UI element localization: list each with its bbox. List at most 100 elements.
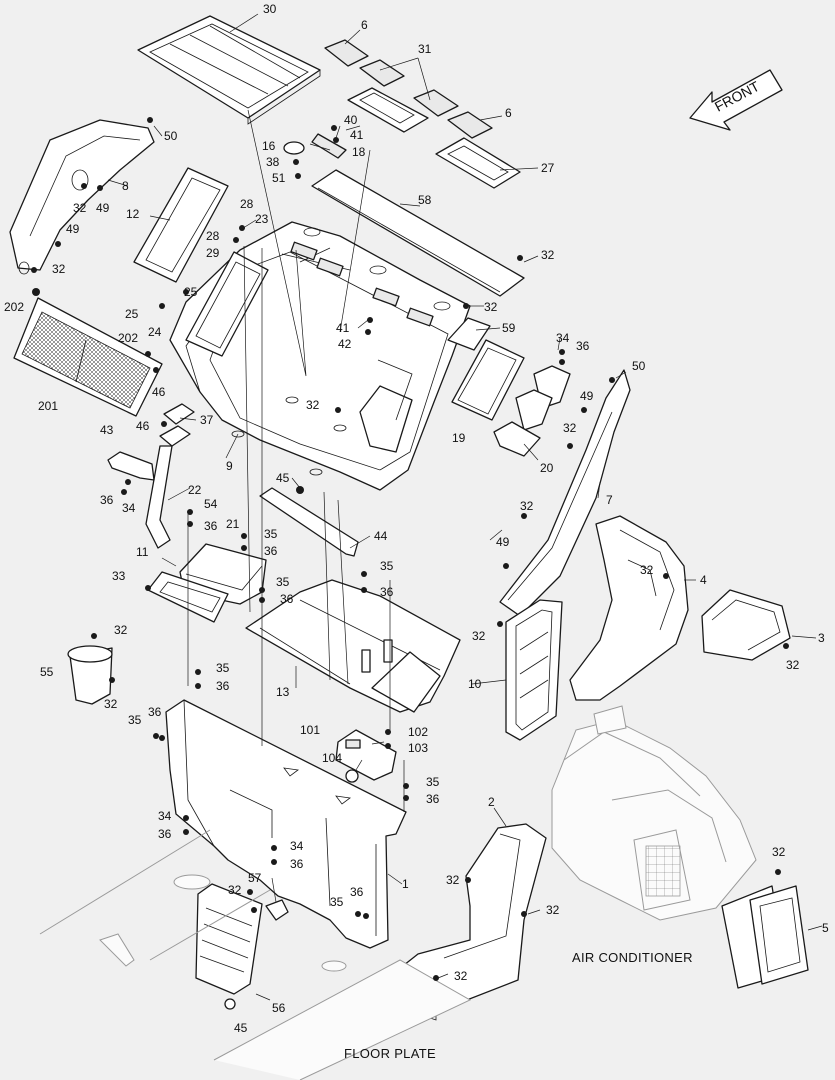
leader-lines (107, 13, 823, 1001)
callout: 57 (248, 871, 262, 885)
callout: 59 (502, 321, 516, 335)
part-29-window (185, 251, 269, 357)
callout: 12 (126, 207, 140, 221)
callout: 32 (114, 623, 128, 637)
callout: 32 (446, 873, 460, 887)
callout: 104 (322, 751, 342, 765)
callout: 7 (606, 493, 613, 507)
bolt (296, 486, 304, 494)
part-9-cab-shell (169, 221, 471, 491)
callout: 202 (118, 331, 138, 345)
bolt (783, 643, 789, 649)
part-5-filter-cover (721, 885, 809, 989)
part-43-bracket (107, 451, 155, 481)
bolt (271, 845, 277, 851)
fasteners (31, 117, 789, 981)
callout: 28 (206, 229, 220, 243)
bolt (363, 913, 369, 919)
callout-labels: 30 6 31 6 50 40 41 16 18 38 51 27 8 32 4… (4, 2, 829, 1035)
part-20-brackets (493, 365, 571, 457)
callout: 36 (264, 544, 278, 558)
bolt (331, 125, 337, 131)
callout: 54 (204, 497, 218, 511)
callout: 40 (344, 113, 358, 127)
callout: 102 (408, 725, 428, 739)
bolt (335, 407, 341, 413)
part-44-bar (259, 487, 359, 557)
bolt (251, 907, 257, 913)
callout: 36 (576, 339, 590, 353)
callout: 41 (350, 128, 364, 142)
callout: 32 (546, 903, 560, 917)
bolt (241, 533, 247, 539)
callout: 44 (374, 529, 388, 543)
callout: 32 (640, 563, 654, 577)
callout: 201 (38, 399, 58, 413)
part-18-strip (311, 133, 347, 159)
callout: 36 (204, 519, 218, 533)
bolt (241, 545, 247, 551)
callout: 18 (352, 145, 366, 159)
bolt (271, 859, 277, 865)
callout: 32 (228, 883, 242, 897)
callout: 36 (100, 493, 114, 507)
part-30-roof-tray (137, 15, 321, 125)
part-58-duct-cover (311, 169, 525, 297)
callout: 19 (452, 431, 466, 445)
bolt (121, 489, 127, 495)
callout: 35 (264, 527, 278, 541)
callout: 58 (418, 193, 432, 207)
callout: 42 (338, 337, 352, 351)
callout: 33 (112, 569, 126, 583)
bolt (187, 509, 193, 515)
bolt (55, 241, 61, 247)
callout: 32 (786, 658, 800, 672)
bolt (161, 421, 167, 427)
bolt (183, 289, 189, 295)
callout: 20 (540, 461, 554, 475)
bolt (153, 733, 159, 739)
part-31-vent-frames (347, 87, 429, 133)
callout: 55 (40, 665, 54, 679)
part-4-duct (569, 515, 689, 701)
bolt (333, 137, 339, 143)
callout: 36 (158, 827, 172, 841)
callout: 23 (255, 212, 269, 226)
callout: 34 (556, 331, 570, 345)
bolt (559, 359, 565, 365)
callout: 36 (426, 792, 440, 806)
callout: 35 (380, 559, 394, 573)
bolt (403, 795, 409, 801)
bolt (295, 173, 301, 179)
bolt (567, 443, 573, 449)
bolt (463, 303, 469, 309)
callout: 46 (136, 419, 150, 433)
callout: 22 (188, 483, 202, 497)
bolt (559, 349, 565, 355)
bolt (183, 815, 189, 821)
bolt (497, 621, 503, 627)
bolt (361, 587, 367, 593)
part-3-duct-piece (701, 589, 791, 661)
bolt (259, 597, 265, 603)
callout: 50 (632, 359, 646, 373)
floor-plate (39, 829, 472, 1080)
part-13-floor-frame (245, 579, 461, 713)
bolt (355, 911, 361, 917)
callout: 35 (426, 775, 440, 789)
part-19-box (451, 339, 525, 421)
floor-plate-caption: FLOOR PLATE (344, 1046, 436, 1061)
callout: 49 (580, 389, 594, 403)
bolt (239, 225, 245, 231)
bolt (663, 573, 669, 579)
bolt (153, 367, 159, 373)
bolt (91, 633, 97, 639)
part-59-plate (447, 317, 491, 351)
callout: 38 (266, 155, 280, 169)
bolt (367, 317, 373, 323)
bolt (183, 829, 189, 835)
callout: 101 (300, 723, 320, 737)
bolt (503, 563, 509, 569)
callout: 30 (263, 2, 277, 16)
